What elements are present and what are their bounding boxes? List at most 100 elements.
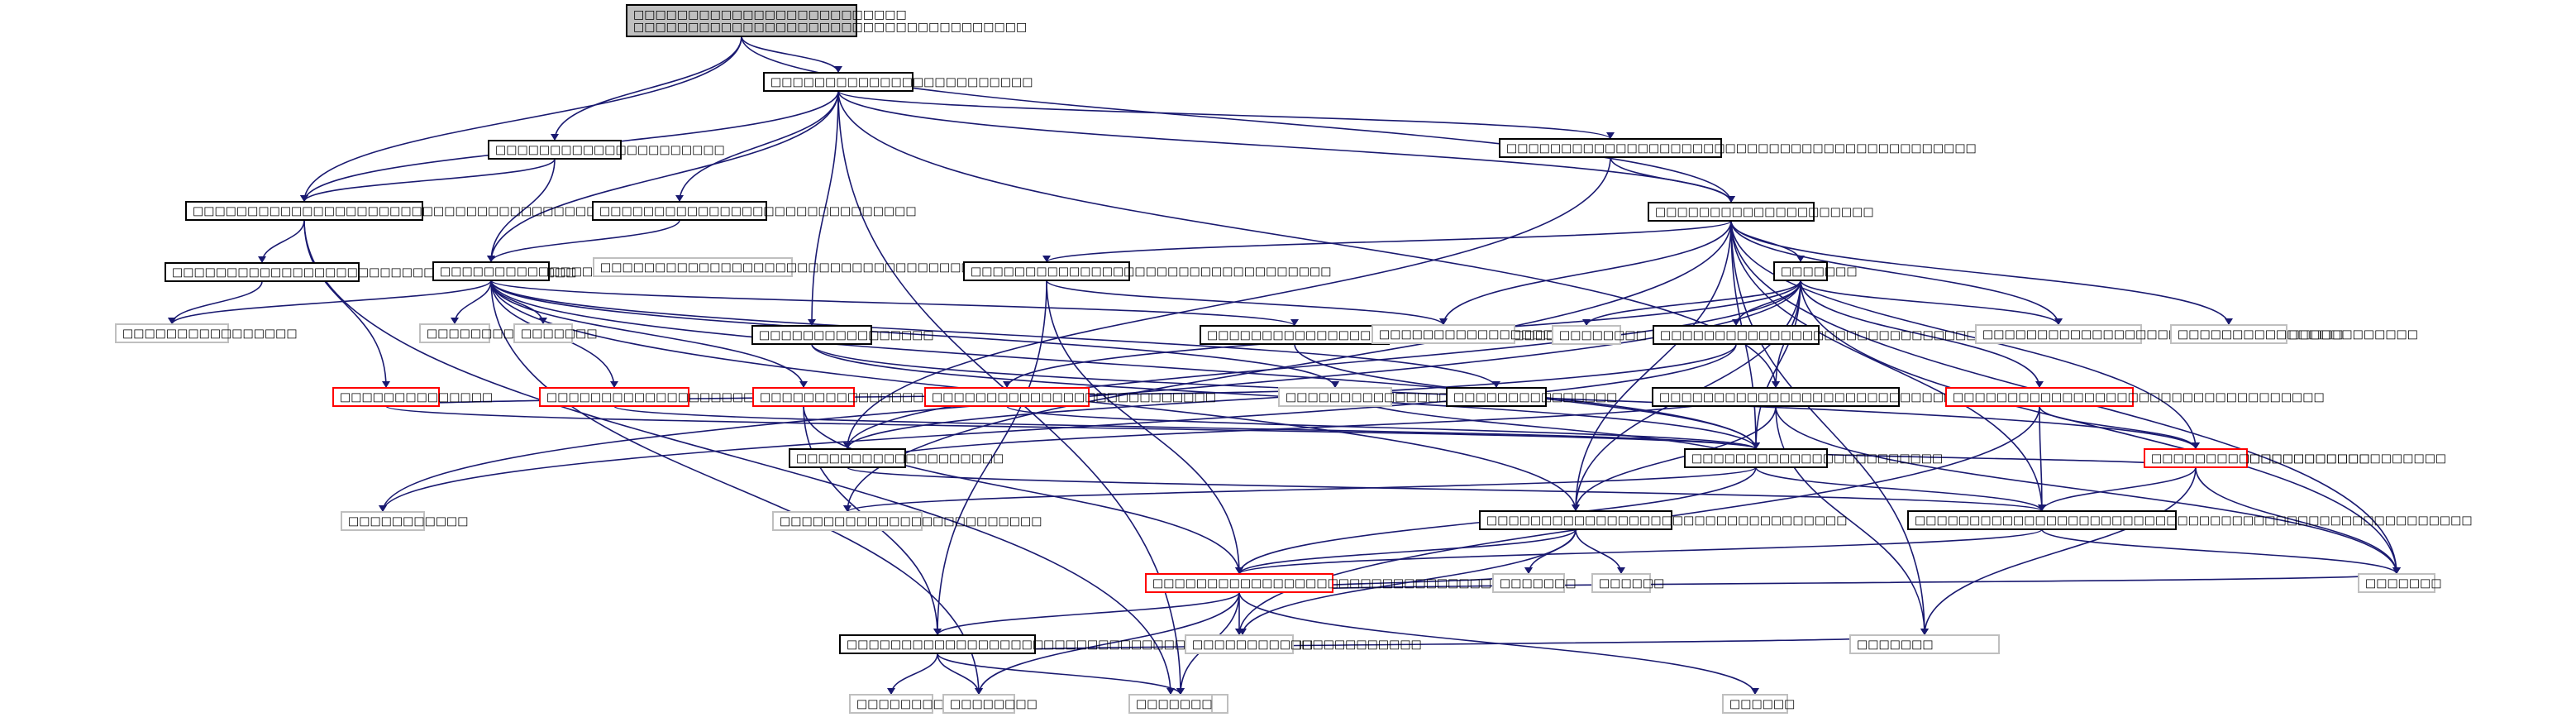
node-n_c5[interactable]: □□□□□□□□□□□□□□□ [1446,387,1617,407]
node-label: □□□□□□□□□□□□□□□□□□□□□□□□□ [633,8,907,22]
edge-n_c6-to-n_c8 [1575,405,1777,512]
node-n_top[interactable]: □□□□□□□□□□□□□□□□□□□□□□□□ [763,72,1033,92]
node-r_a[interactable]: □□□□□□□□□□□□□□ [332,387,493,407]
node-g_i1[interactable]: □□□□□□□ [1849,634,2000,654]
node-box [539,387,689,407]
node-n_hub2[interactable]: □□□□□□□□□□□□□□□□□□□ [789,448,1004,468]
edge-n_c7-to-n_c9 [1755,466,2043,512]
node-g_k4[interactable]: □□□□□□□ [2358,573,2442,593]
edge-n_big-to-g_k3 [303,219,1171,696]
node-n_c8[interactable]: □□□□□□□□□□□□□□□□□□□□□□□□□□□□□□□□□ [1479,510,1848,530]
edge-n_c1-to-g_c [1046,280,1444,326]
node-n_c7[interactable]: □□□□□□□□□□□□□□□□□□□□□□□ [1684,448,1943,468]
edge-arrowhead [1439,318,1448,325]
edge-n_mid-to-n_c3 [490,280,1295,327]
node-n_hub[interactable]: □□□□□□□□□□□□□□□□□□□□ [1648,202,1874,222]
node-n_small[interactable]: □□□□□□□ [1773,261,1858,281]
edge-arrowhead [1572,504,1580,511]
graph-edges [168,36,2401,696]
node-n_rtop[interactable]: □□□□□□□□□□□□□□□□□□□□□□□□□□□□□□□□□□□□□□□□… [1499,138,1977,158]
node-n_midbox[interactable]: □□□□□□□□□□□□□□□□□□□□□□□□□□□□□ [592,201,917,221]
node-label: □□□□□□□□□□□□□□□□□□□□□□□□□□□□□ [599,205,917,218]
node-n_c9[interactable]: □□□□□□□□□□□□□□□□□□□□□□□□□□□□□□□□□□□□□□□□… [1907,510,2473,530]
node-box [752,387,855,407]
node-g_k3[interactable]: □□□□□□□ [1128,694,1213,714]
node-g_d[interactable]: □□□□□□□□□□□□□□□□ [1278,387,1461,407]
node-g_b[interactable]: □□□□□□□ [513,323,598,343]
node-box [2144,448,2248,468]
edge-arrowhead [1524,567,1533,574]
node-r_c[interactable]: □□□□□□□□□□□□□□□ [752,387,923,407]
node-r_g[interactable]: □□□□□□□□□□□□□□□□□□□□□□□□□□□ [2144,448,2446,468]
node-g_r1[interactable]: □□□□□□□□ [1552,325,1647,345]
edge-root-to-n_left1 [554,36,742,141]
node-g_a[interactable]: □□□□□□□□ [419,323,514,343]
node-box [1492,573,1565,593]
node-n_left1[interactable]: □□□□□□□□□□□□□□□□□□□□□ [488,140,725,160]
node-label: □□□□□□□□□□□□□□□□□□□□□□□□□□□□□□□□□□□□□□□□… [1506,142,1977,155]
node-box [1907,510,2177,530]
edge-n_top-to-n_midbox [679,90,839,203]
node-n_c4[interactable]: □□□□□□□□□□□□□□□□□□□□□□□□□□□□□□□□□□□ [1653,325,2043,345]
edge-arrowhead [675,195,684,202]
node-r_b[interactable]: □□□□□□□□□□□□□□□□□□□□□□□□□ [539,387,820,407]
node-label: □□□□□□□□□□□□□□□ [1453,391,1617,404]
edge-arrowhead [843,505,852,512]
node-r_d[interactable]: □□□□□□□□□□□□□□□□□□□□□□□□□□ [924,387,1216,407]
node-label: □□□□□□ [1729,698,1795,711]
node-g_j1[interactable]: □□□□□□□□□□□□□□□□□□□□□ [1185,634,1422,654]
node-g_e[interactable]: □□□□□□□□□□□ [341,511,469,531]
node-box [2170,324,2287,344]
edge-arrowhead [1751,688,1759,695]
node-g_r3[interactable]: □□□□□□□□□□□□□□□□□□□□□□ [2170,324,2418,344]
node-label: □□□□□□□□□□□□□□□□□□□□□□□□□□□ [2151,452,2446,466]
node-n_c1[interactable]: □□□□□□□□□□□□□□□□□□□□□□□□□□□□□□□□□ [963,261,1332,281]
node-g_l1[interactable]: □□□□□□□□□□□□□□□□ [115,323,298,343]
node-n_bottom[interactable]: □□□□□□□□□□□□□□□□□□□□□□□□□□□□□□□□□□□□ [839,634,1240,654]
edge-n_hub-to-n_c9 [1730,220,2043,512]
node-g_c[interactable]: □□□□□□□□□□□□□□□□□□□□ [1371,324,1598,344]
node-box [341,511,425,531]
node-label: □□□□□□□□ [1559,329,1647,342]
node-label: □□□□□□□ [1136,698,1213,711]
node-box [513,323,573,343]
edge-arrowhead [610,381,618,388]
edge-r_c-to-r_main [803,405,1240,575]
node-box [1128,694,1213,714]
node-label: □□□□□□□□□□□□□□□□□□□□□□□□□□□□□□□□□ [971,265,1332,279]
node-g_k1[interactable]: □□□□□□□□ [942,694,1038,714]
node-label: □□□□□□□□□□□□□□□□ [759,329,934,342]
node-box [751,325,872,345]
node-n_gray_long[interactable]: □□□□□□□□□□□□□□□□□□□□□□□□□□□□□□□□□□□□□□□ [593,257,1027,277]
edge-n_c6-to-g_i1 [1775,405,1925,636]
node-r_e[interactable]: □□□□□□□□□□□□□□□□□□□□□□□□□□□□□□□□□□ [1945,387,2325,407]
node-label: □□□□□□□□□□□□□□□□□□□□□□□□□□□□□□□□□ [1152,577,1514,591]
node-box [592,201,767,221]
node-n_c2[interactable]: □□□□□□□□□□□□□□□□ [751,325,934,345]
node-box [1849,634,2000,654]
edge-n_mid-to-n_c7 [490,280,1757,450]
node-box [1145,573,1333,593]
node-box [1684,448,1828,468]
edge-n_c8-to-r_main [1238,528,1577,575]
edge-arrowhead [2192,442,2200,449]
node-box [115,323,229,343]
node-label: □□□□□□ [1599,577,1664,591]
node-g_f[interactable]: □□□□□□□□□□□□□□□□□□□□□□□□ [772,511,1042,531]
edge-arrowhead [168,318,176,324]
node-box [1653,325,1820,345]
node-label: □□□□□□□□□□□□□□□□□□□□□□□□□□□□□□□□□□□□ [633,21,1027,34]
node-g_h1[interactable]: □□□□□□□ [1492,573,1577,593]
node-label: □□□□□□□□□□□□□□□□□□□□□□ [2178,328,2418,342]
node-g_k5[interactable]: □□□□□□ [1722,694,1795,714]
node-r_main[interactable]: □□□□□□□□□□□□□□□□□□□□□□□□□□□□□□□□□ [1145,573,1514,593]
node-box [432,261,550,281]
node-g_h2[interactable]: □□□□□□ [1591,573,1664,593]
edge-n_top-to-n_c2 [811,90,839,327]
edge-arrowhead [2225,318,2233,325]
node-box [1371,324,1515,344]
edge-arrowhead [1331,381,1339,388]
edge-r_d-to-n_c7 [1006,405,1757,450]
node-root[interactable]: □□□□□□□□□□□□□□□□□□□□□□□□□□□□□□□□□□□□□□□□… [626,4,1027,37]
node-box [332,387,440,407]
